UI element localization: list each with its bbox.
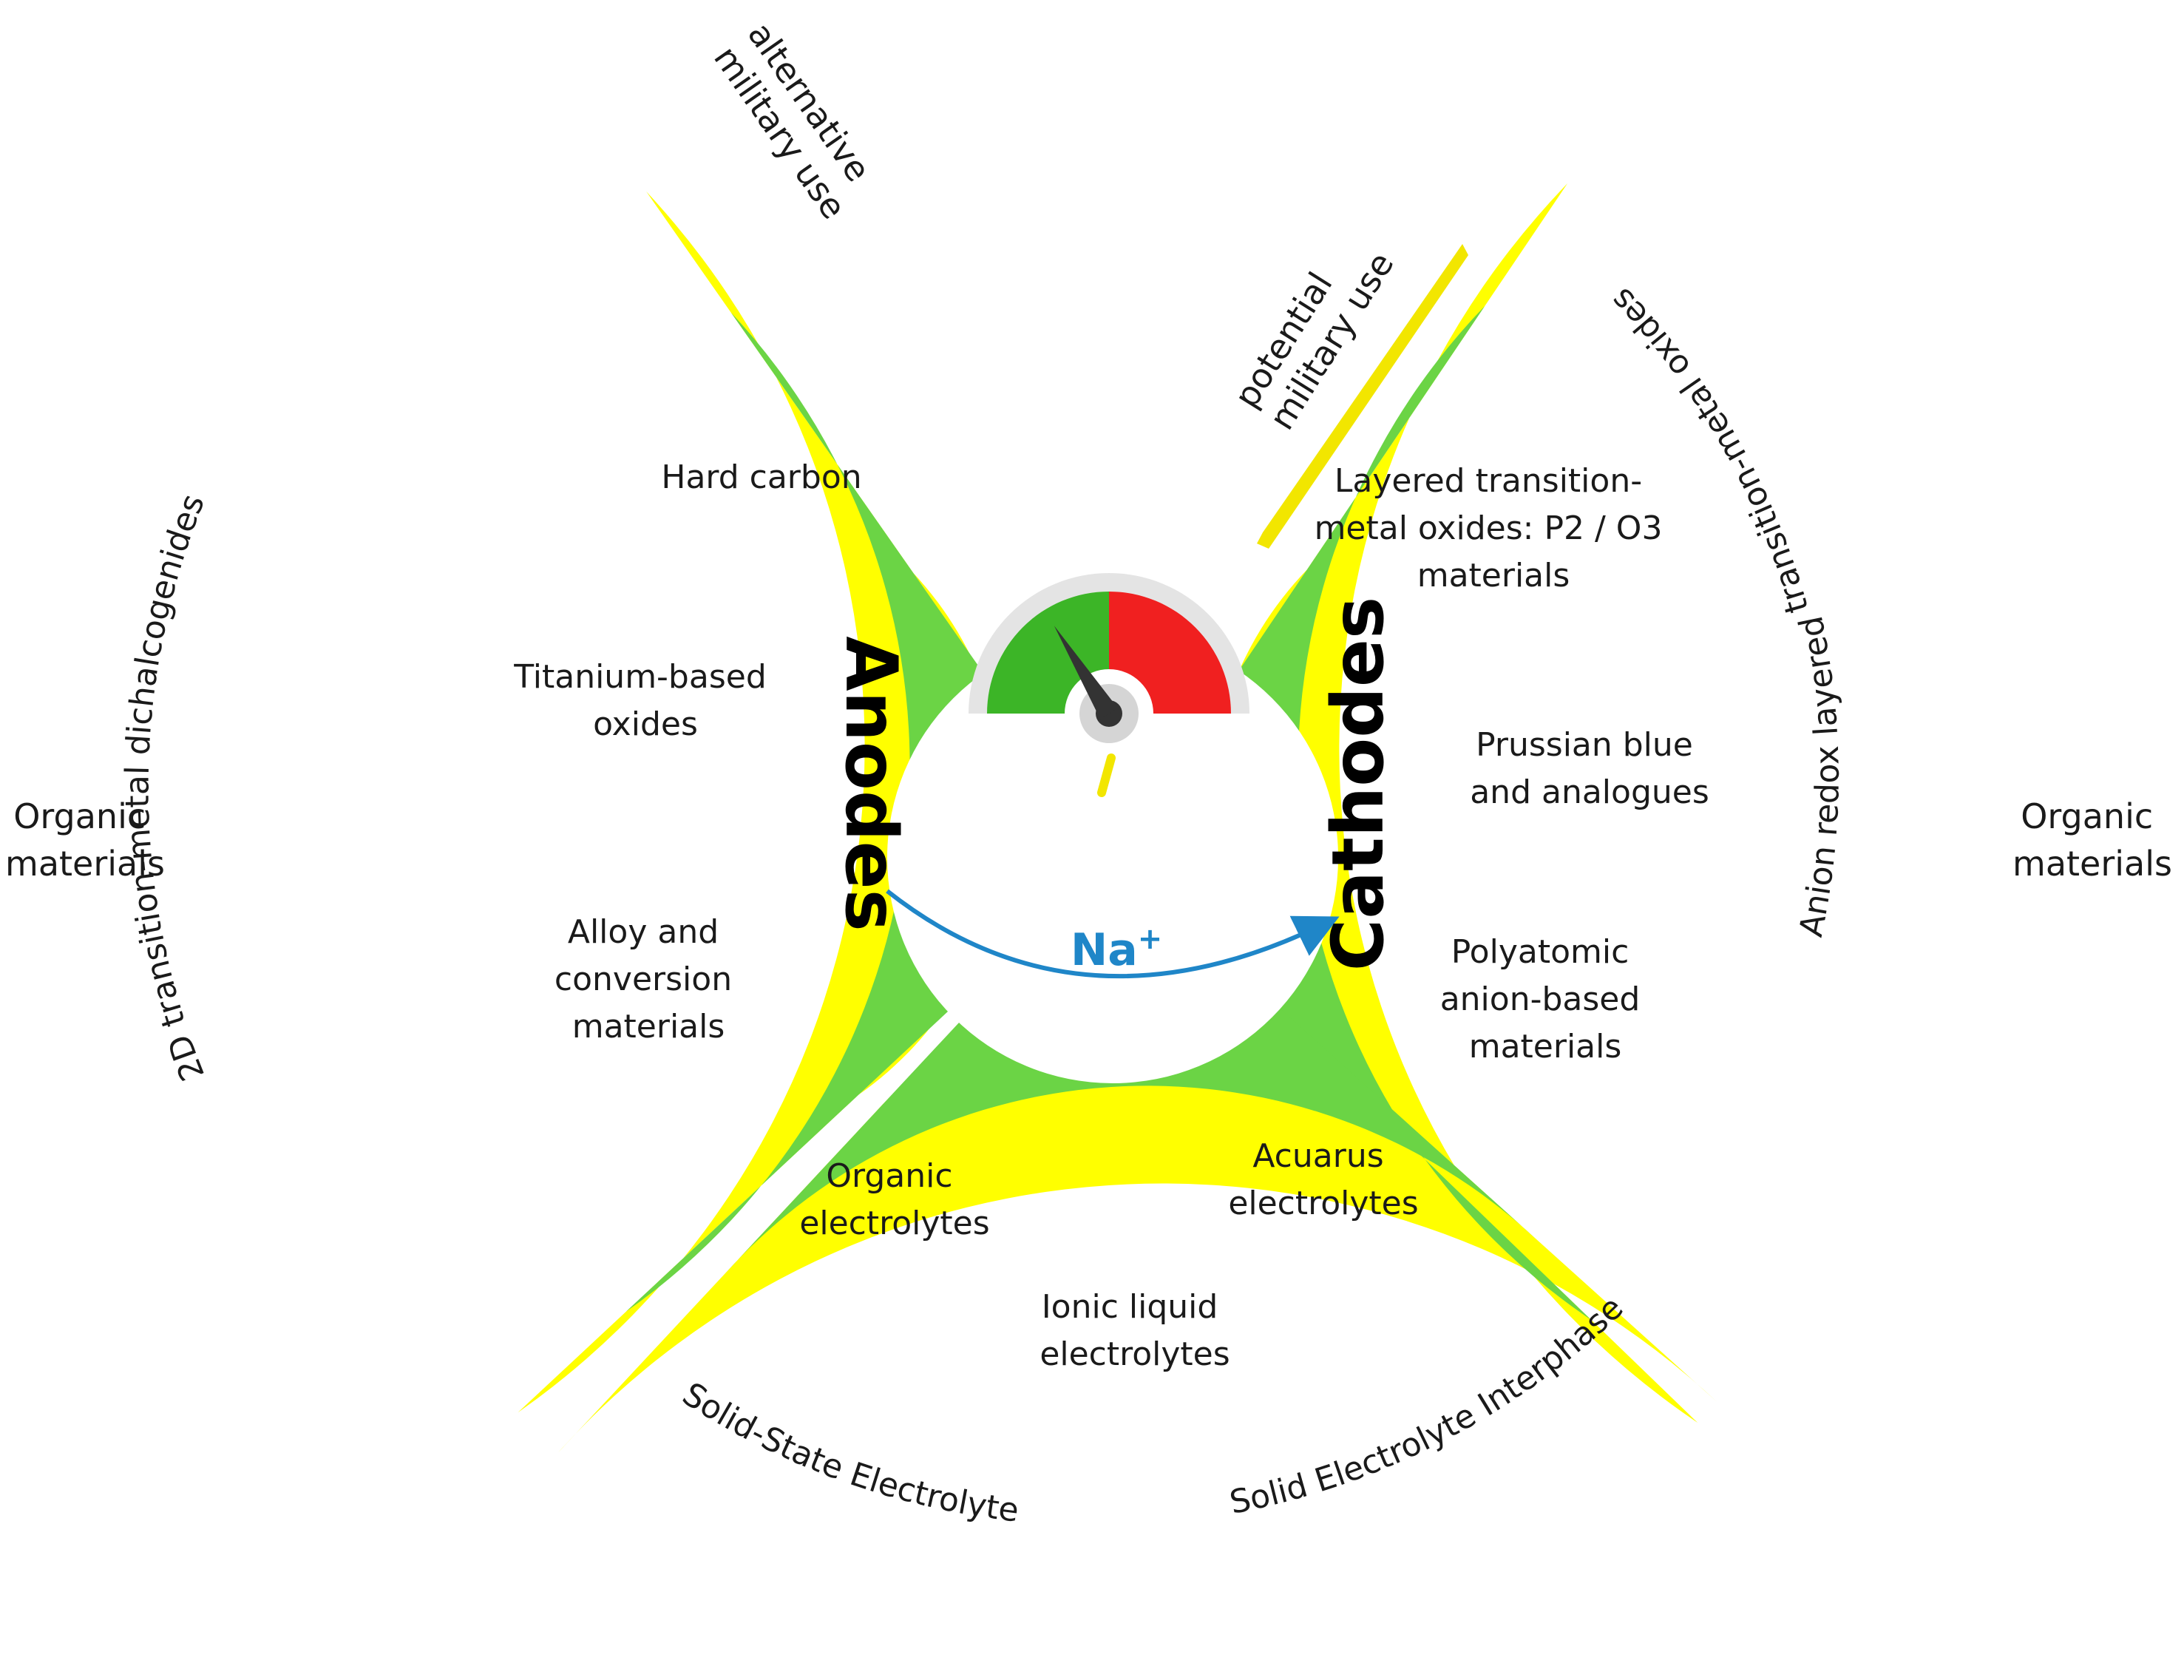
anode-item-titanium-oxides: Titanium-based oxides xyxy=(513,658,777,743)
anode-item-hard-carbon: Hard carbon xyxy=(661,458,861,496)
gauge-green-segment xyxy=(987,592,1109,714)
potential-military-use-label: potential military use xyxy=(1227,223,1402,437)
cathodes-title: Cathodes xyxy=(1317,597,1400,971)
left-organic-materials-label: Organic materials xyxy=(5,796,165,884)
gauge-track xyxy=(969,573,1249,714)
alternative-military-use-label: alternative military use xyxy=(706,15,888,226)
gauge-needle xyxy=(1054,626,1118,719)
cathode-item-polyatomic: Polyatomic anion-based materials xyxy=(1440,933,1651,1066)
electrolyte-outer-label-right: Solid Electrolyte Interphase xyxy=(1227,1289,1630,1522)
center-disc xyxy=(887,632,1338,1083)
gauge-tick-mark xyxy=(1097,753,1116,797)
cathode-outer-label-b: transition-metal oxides xyxy=(1603,280,1817,617)
gauge-icon xyxy=(969,573,1249,797)
anodes-title: Anodes xyxy=(830,636,912,932)
cathode-outer-label-a: Anion redox layered xyxy=(1792,613,1847,940)
gauge-red-segment xyxy=(1109,592,1231,714)
cathode-item-layered-oxides: Layered transition- metal oxides: P2 / O… xyxy=(1315,462,1673,595)
electrolyte-item-ionic-liquid: Ionic liquid electrolytes xyxy=(1040,1288,1230,1373)
anode-item-alloy-conversion: Alloy and conversion materials xyxy=(555,913,742,1046)
electrolyte-item-organic: Organic electrolytes xyxy=(799,1157,989,1242)
na-ion-label: Na+ xyxy=(1071,922,1162,976)
ion-flow-arrow xyxy=(886,889,1340,979)
right-organic-materials-label: Organic materials xyxy=(2012,796,2172,884)
anode-outer-label: 2D transition-metal dichalcogenides xyxy=(119,489,212,1085)
electrolyte-outer-label-left: Solid-State Electrolyte xyxy=(676,1375,1021,1530)
potential-use-marker xyxy=(1257,244,1468,549)
cathode-item-prussian-blue: Prussian blue and analogues xyxy=(1470,726,1709,811)
electrolyte-item-acuarus: Acuarus electrolytes xyxy=(1228,1137,1418,1222)
